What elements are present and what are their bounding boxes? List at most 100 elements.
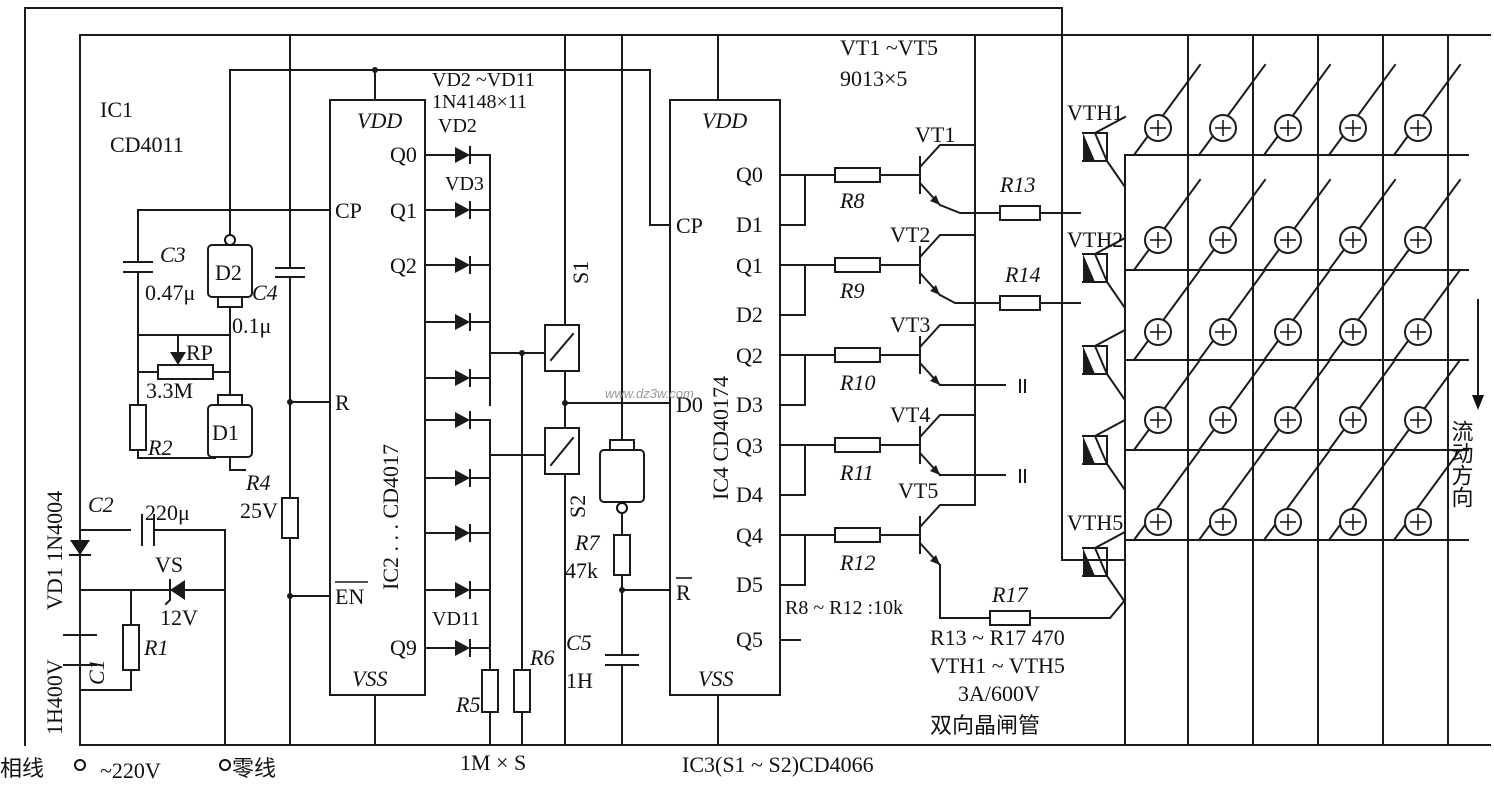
vd11-label: VD11 — [432, 608, 480, 630]
triac-icon — [1083, 254, 1095, 282]
r12-label: R12 — [839, 550, 875, 575]
ic4-vss: VSS — [698, 666, 733, 691]
base-resistor — [834, 167, 881, 183]
ic2-r: R — [335, 390, 350, 415]
vth-type-label: 双向晶闸管 — [930, 714, 1040, 739]
r9-label: R9 — [839, 278, 864, 303]
diode-icon — [455, 370, 470, 386]
ic2-vss: VSS — [352, 666, 387, 691]
diode-icon — [455, 640, 470, 656]
r1-label: R1 — [143, 635, 168, 660]
vs-label: VS — [155, 552, 183, 577]
vt5-label: VT5 — [898, 478, 938, 503]
vd1-label: VD1 1N4004 — [42, 491, 67, 610]
diode-icon — [455, 412, 470, 428]
r13-label: R13 — [999, 172, 1035, 197]
flow-label: 流动方向 — [1448, 420, 1474, 508]
ic2-cp: CP — [335, 198, 362, 223]
c2-label: C2 — [88, 492, 114, 517]
c4-value: 0.1μ — [232, 313, 271, 338]
lamp-matrix — [1124, 34, 1469, 746]
ic4-q2: Q2 — [736, 343, 763, 368]
diode-icon — [455, 470, 470, 486]
vt3-label: VT3 — [890, 312, 930, 337]
r7-label: R7 — [574, 530, 600, 555]
r13-17-note: R13 ~ R17 470 — [930, 625, 1065, 650]
c4-label: C4 — [252, 280, 278, 305]
r6-label: R6 — [529, 645, 554, 670]
diode-icon — [455, 202, 470, 218]
r11-label: R11 — [839, 460, 874, 485]
base-resistor — [834, 437, 881, 453]
r6-resistor — [513, 669, 531, 713]
ic4-d0: D0 — [676, 392, 703, 417]
r4-resistor — [281, 497, 299, 539]
ic4-q3: Q3 — [736, 433, 763, 458]
ic4-d4: D4 — [736, 482, 763, 507]
r14-label: R14 — [1004, 262, 1040, 287]
vt-part-label: 9013×5 — [840, 66, 907, 91]
ic4-r: R — [676, 580, 691, 605]
r17-label: R17 — [991, 582, 1028, 607]
ic4-d5: D5 — [736, 572, 763, 597]
r4-value: 25V — [240, 498, 278, 523]
r8-12-note: R8 ~ R12 :10k — [785, 597, 903, 619]
ic4-d1: D1 — [736, 212, 763, 237]
ic2-q9: Q9 — [390, 635, 417, 660]
base-resistor — [834, 527, 881, 543]
vt4-label: VT4 — [890, 402, 930, 427]
base-resistor — [834, 347, 881, 363]
d2-label: D2 — [215, 260, 242, 285]
r17-resistor — [989, 610, 1031, 626]
c2-value: 220μ — [145, 500, 190, 525]
npn-transistor-icon — [930, 375, 940, 385]
neutral-label: 零线 — [232, 757, 276, 782]
res-1m-label: 1M × S — [460, 750, 526, 775]
ic4-cp: CP — [676, 213, 703, 238]
vth5-label: VTH5 — [1067, 510, 1123, 535]
rp-value: 3.3M — [146, 378, 193, 403]
npn-transistor-icon — [930, 195, 940, 205]
ic4-q4: Q4 — [736, 523, 763, 548]
r13-resistor — [999, 205, 1041, 221]
r2-label: R2 — [147, 435, 172, 460]
ic4-q1: Q1 — [736, 253, 763, 278]
rp-potentiometer — [157, 364, 214, 380]
triac-icon — [1083, 346, 1095, 374]
ic2-q1: Q1 — [390, 198, 417, 223]
ic2-en: EN — [335, 584, 364, 609]
ic4-name: IC4 CD40174 — [708, 376, 733, 500]
transistor-stage — [779, 34, 1127, 626]
triac-icon — [1083, 436, 1095, 464]
vt2-label: VT2 — [890, 222, 930, 247]
diode-buses — [481, 154, 546, 746]
ic4-cd40174 — [669, 34, 806, 746]
c3-value: 0.47μ — [145, 280, 195, 305]
rp-label: RP — [186, 340, 213, 365]
vth-rating-label: 3A/600V — [958, 681, 1040, 706]
s1-label: S1 — [568, 261, 593, 284]
triac-icon — [1083, 548, 1095, 576]
vs-zener-icon — [170, 580, 185, 600]
r10-label: R10 — [839, 370, 875, 395]
d1-label: D1 — [212, 420, 239, 445]
neutral-terminal — [219, 759, 231, 771]
vth2-label: VTH2 — [1067, 227, 1123, 252]
ic4-vdd: VDD — [702, 108, 747, 133]
ic2-q2: Q2 — [390, 253, 417, 278]
diode-icon — [455, 147, 470, 163]
s2-label: S2 — [565, 495, 590, 518]
diode-icon — [455, 314, 470, 330]
c1-value: 1H400V — [42, 659, 67, 735]
ic4-box — [669, 99, 781, 696]
ic4-q5: Q5 — [736, 627, 763, 652]
phase-label: 相线 — [0, 757, 44, 782]
ic2-box — [329, 99, 426, 696]
base-resistor — [834, 257, 881, 273]
diode-array — [424, 146, 491, 657]
vt1-label: VT1 — [915, 122, 955, 147]
vd1-diode-icon — [70, 540, 90, 555]
npn-transistor-icon — [930, 465, 940, 475]
r1-resistor — [122, 624, 140, 671]
